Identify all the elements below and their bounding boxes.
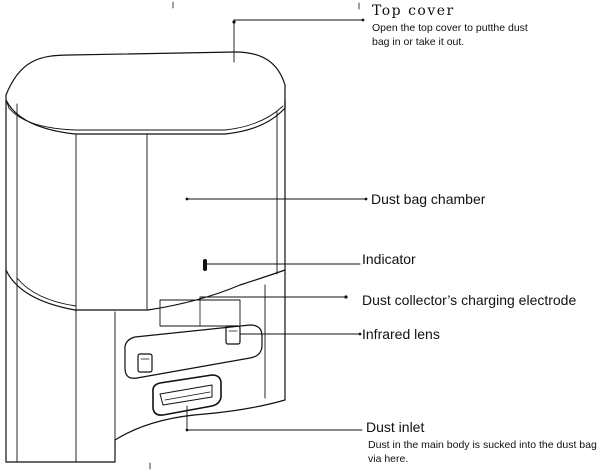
dust-inlet-label: Dust inlet — [366, 419, 425, 435]
top-cover-description: Open the top cover to putthe dust bag in… — [372, 22, 528, 49]
top-cover-lid — [5, 51, 286, 135]
indicator-label: Indicator — [362, 251, 416, 267]
dust-inlet-description: Dust in the main body is sucked into the… — [368, 439, 597, 466]
indicator-light — [203, 259, 207, 271]
top-cover-label: Top cover — [372, 3, 455, 19]
infrared-lens-window — [124, 324, 263, 379]
infrared-lens-label: Infrared lens — [362, 326, 440, 342]
dust-inlet-opening — [152, 374, 222, 416]
dust-bag-chamber-body — [5, 99, 286, 313]
charging-electrode-label: Dust collector’s charging electrode — [362, 292, 577, 308]
base-body — [5, 269, 286, 463]
dust-bag-chamber-label: Dust bag chamber — [371, 191, 486, 207]
